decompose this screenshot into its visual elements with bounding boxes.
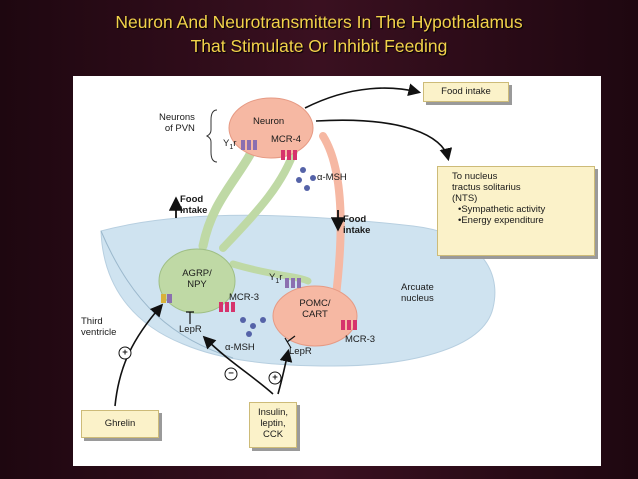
mcr3-receptor-right <box>341 320 357 330</box>
slide-title: Neuron And Neurotransmitters In The Hypo… <box>0 10 638 58</box>
plus-circle-ghrelin <box>118 346 132 360</box>
insulin-box: Insulin, leptin, CCK <box>249 402 297 448</box>
alpha-msh-top-label: α-MSH <box>317 172 347 183</box>
ghrelin-receptor <box>161 294 172 303</box>
agrp-axon-2 <box>219 144 299 252</box>
mcr3-receptor-left <box>219 302 235 312</box>
plus-circle-insulin <box>268 371 282 385</box>
food-intake-box: Food intake <box>423 82 509 102</box>
y1r-top-label: Y1r <box>223 138 237 151</box>
alpha-msh-dots-top <box>296 167 316 191</box>
arrow-to-food-intake <box>304 83 422 109</box>
y1r-receptor-top <box>241 140 257 150</box>
nts-box: To nucleus tractus solitarius (NTS) •Sym… <box>437 166 595 256</box>
agrp-axon-3 <box>229 260 312 285</box>
agrp-npy-cell <box>158 248 236 314</box>
ghrelin-box: Ghrelin <box>81 410 159 438</box>
neuron-label: Neuron <box>253 116 285 127</box>
food-intake-down-label: Food intake <box>343 214 371 236</box>
arrow-to-nts <box>315 119 453 162</box>
arrow-insulin-to-pomc <box>277 348 293 395</box>
arrow-insulin-to-agrp <box>202 335 274 395</box>
alpha-msh-dots-bottom <box>240 317 266 337</box>
minus-circle-insulin <box>224 367 238 381</box>
pvn-bracket <box>205 109 218 163</box>
neurons-of-pvn-label: Neurons of PVN <box>159 112 195 134</box>
food-intake-up-label: Food intake <box>180 194 208 216</box>
mcr4-label: MCR-4 <box>271 134 302 145</box>
agrp-npy-label: AGRP/ NPY <box>182 268 212 290</box>
lepr-left-label: LepR <box>179 324 202 335</box>
mcr3-left-label: MCR-3 <box>229 292 260 303</box>
alpha-msh-bottom-label: α-MSH <box>225 342 255 353</box>
y1r-receptor-mid <box>285 278 301 288</box>
mcr4-receptor <box>281 150 297 160</box>
lepr-right-marker <box>284 335 296 349</box>
y1r-mid-label: Y1r <box>269 272 283 285</box>
plus-sign-insulin: + <box>272 372 278 383</box>
third-ventricle-label: Third ventricle <box>81 316 117 338</box>
pomc-cart-label: POMC/ CART <box>299 298 331 320</box>
diagram-svg <box>100 83 496 407</box>
minus-sign-insulin: − <box>228 368 234 379</box>
pomc-cart-cell <box>272 285 358 347</box>
title-line-2: That Stimulate Or Inhibit Feeding <box>190 36 448 56</box>
lepr-right-label: LepR <box>289 346 312 357</box>
title-line-1: Neuron And Neurotransmitters In The Hypo… <box>115 12 523 32</box>
mcr3-right-label: MCR-3 <box>345 334 376 345</box>
arcuate-nucleus-label: Arcuate nucleus <box>401 282 434 304</box>
lepr-left-marker <box>186 311 194 324</box>
plus-sign-ghrelin: + <box>122 347 128 358</box>
diagram-figure: Neurons of PVN Neuron Y1r MCR-4 α-MSH Fo… <box>73 76 601 466</box>
pomc-axon <box>319 132 345 308</box>
